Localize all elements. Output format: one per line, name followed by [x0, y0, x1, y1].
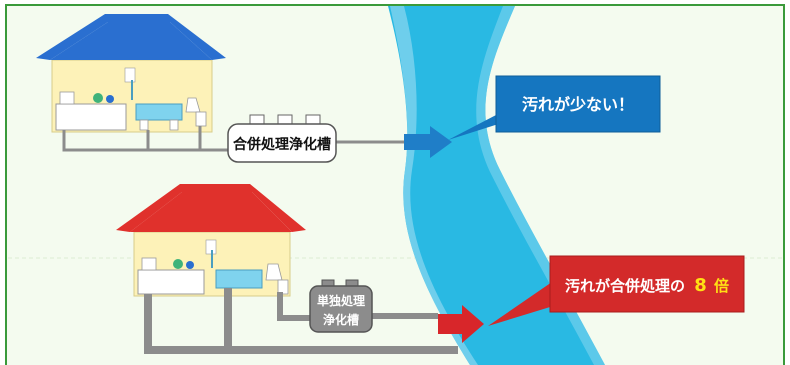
callout-top-text: 汚れが少ない！: [522, 95, 634, 114]
single-tank-icon: [309, 279, 373, 333]
house-red-roof-icon: [116, 184, 306, 297]
bottom-pipe: [144, 288, 458, 354]
top-pipe: [62, 126, 408, 152]
callout-bottom: [488, 255, 745, 326]
callout-bottom-suffix: 倍: [714, 277, 729, 295]
single-tank-label-line2: 浄化槽: [323, 312, 359, 327]
arrow-right-bottom-icon: [438, 305, 484, 343]
callout-bottom-number: 8: [694, 275, 707, 296]
septic-tank-icon: [227, 114, 337, 163]
arrow-right-icon: [404, 126, 452, 158]
single-tank-label-line1: 単独処理: [317, 293, 365, 308]
callout-bottom-prefix: 汚れが合併処理の: [565, 277, 685, 295]
callout-bottom-text: 汚れが合併処理の 8 倍: [565, 275, 729, 296]
callout-top: [448, 75, 661, 140]
combined-tank-label: 合併処理浄化槽: [233, 136, 331, 153]
house-blue-roof-icon: [36, 14, 226, 133]
